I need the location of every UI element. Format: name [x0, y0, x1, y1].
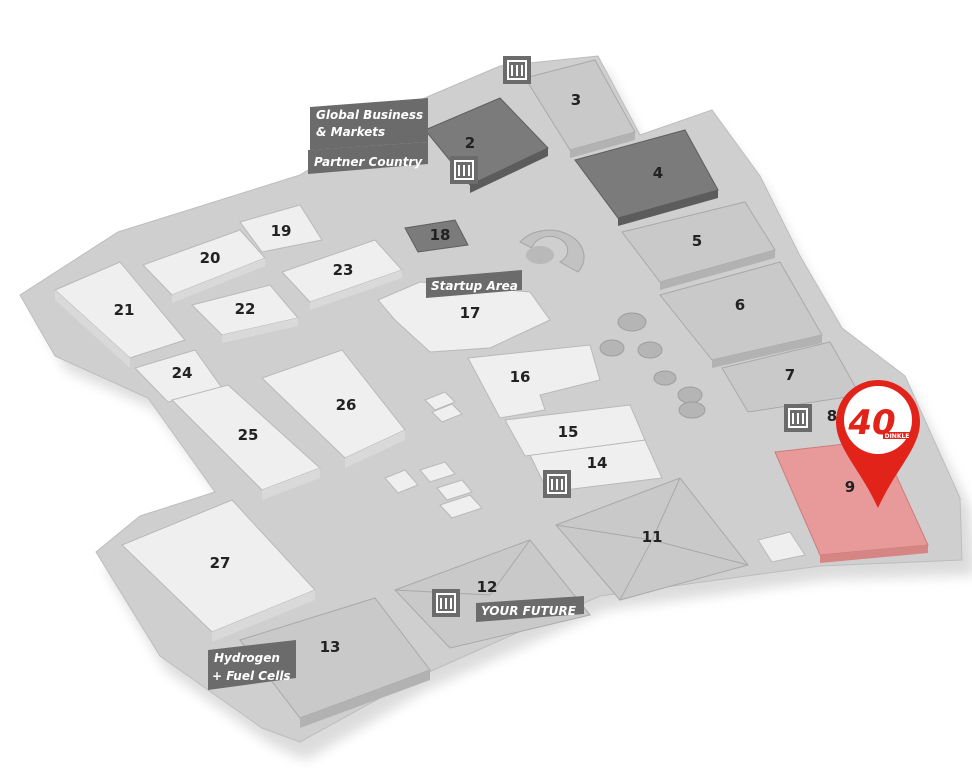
hall-6[interactable]: 6	[659, 261, 823, 368]
hall-18-label: 18	[430, 226, 451, 244]
hydrogen-tag[interactable]: Hydrogen + Fuel Cells	[208, 640, 296, 690]
entrance-icon[interactable]	[432, 589, 460, 617]
hall-23[interactable]: 23	[281, 239, 403, 310]
entrance-icon[interactable]	[450, 156, 478, 184]
marker-logo-word: DINKLE	[885, 433, 910, 440]
hall-13[interactable]: 13	[239, 597, 431, 728]
hall-15[interactable]: 15	[504, 404, 646, 457]
hall-3[interactable]: 3	[524, 59, 636, 158]
halls: 2 3 4 5 6 7	[54, 59, 929, 728]
hall-9-label: 9	[845, 478, 855, 496]
hall-19[interactable]: 19	[239, 204, 323, 253]
entrance-icon[interactable]	[503, 56, 531, 84]
global-business-tag[interactable]: Global Business & Markets	[310, 98, 428, 150]
hall-16-label: 16	[510, 368, 531, 386]
startup-area-tag[interactable]: Startup Area	[426, 270, 522, 298]
location-pin[interactable]: 40 DINKLE	[836, 380, 920, 508]
hall-17-label: 17	[460, 304, 481, 322]
global-business-line1: Global Business	[316, 108, 423, 122]
hall-27-label: 27	[210, 554, 231, 572]
hall-11[interactable]: 11	[555, 477, 749, 601]
hydrogen-line1: Hydrogen	[214, 651, 280, 665]
site-features	[384, 229, 806, 563]
hall-13-label: 13	[320, 638, 341, 656]
your-future-label: YOUR FUTURE	[481, 604, 577, 618]
entrance-icon[interactable]	[543, 470, 571, 498]
hall-20-label: 20	[200, 249, 221, 267]
hall-6-label: 6	[735, 296, 745, 314]
hall-5-label: 5	[692, 232, 702, 250]
hall-23-label: 23	[333, 261, 354, 279]
hall-4-label: 4	[653, 164, 663, 182]
marker-logo-bar	[883, 432, 911, 439]
hall-26[interactable]: 26	[261, 349, 406, 468]
hall-20[interactable]: 20	[142, 229, 266, 303]
hall-15-label: 15	[558, 423, 579, 441]
hall-18[interactable]: 18	[404, 219, 469, 253]
hall-25[interactable]: 25	[171, 384, 321, 500]
hall-27[interactable]: 27	[121, 499, 316, 642]
hall-11-label: 11	[642, 528, 663, 546]
hall-12-label: 12	[477, 578, 498, 596]
hall-25-label: 25	[238, 426, 259, 444]
area-tags: Global Business & Markets Partner Countr…	[208, 98, 584, 690]
hall-21-label: 21	[114, 301, 135, 319]
partner-country-tag[interactable]: Partner Country	[308, 142, 428, 174]
partner-country-label: Partner Country	[314, 155, 423, 169]
hall-5[interactable]: 5	[621, 201, 776, 290]
hall-8-label: 8	[827, 407, 837, 425]
hall-19-label: 19	[271, 222, 292, 240]
hall-16[interactable]: 16	[467, 344, 601, 419]
hall-4[interactable]: 4	[574, 129, 719, 226]
hall-7-label: 7	[785, 366, 795, 384]
your-future-tag[interactable]: YOUR FUTURE	[476, 596, 584, 622]
startup-area-label: Startup Area	[431, 279, 518, 293]
hall-3-label: 3	[571, 91, 581, 109]
hall-22-label: 22	[235, 300, 256, 318]
hydrogen-line2: + Fuel Cells	[212, 669, 291, 683]
hall-26-label: 26	[336, 396, 357, 414]
hall-22[interactable]: 22	[191, 284, 299, 343]
global-business-line2: & Markets	[316, 125, 385, 139]
entrances	[432, 56, 812, 617]
hall-21[interactable]: 21	[54, 261, 186, 368]
hall-14-label: 14	[587, 454, 608, 472]
hall-24-label: 24	[172, 364, 193, 382]
hall-17[interactable]: 17	[377, 281, 551, 353]
hall-2-label: 2	[465, 134, 475, 152]
hall-8[interactable]: 8	[827, 407, 837, 425]
entrance-icon[interactable]	[784, 404, 812, 432]
